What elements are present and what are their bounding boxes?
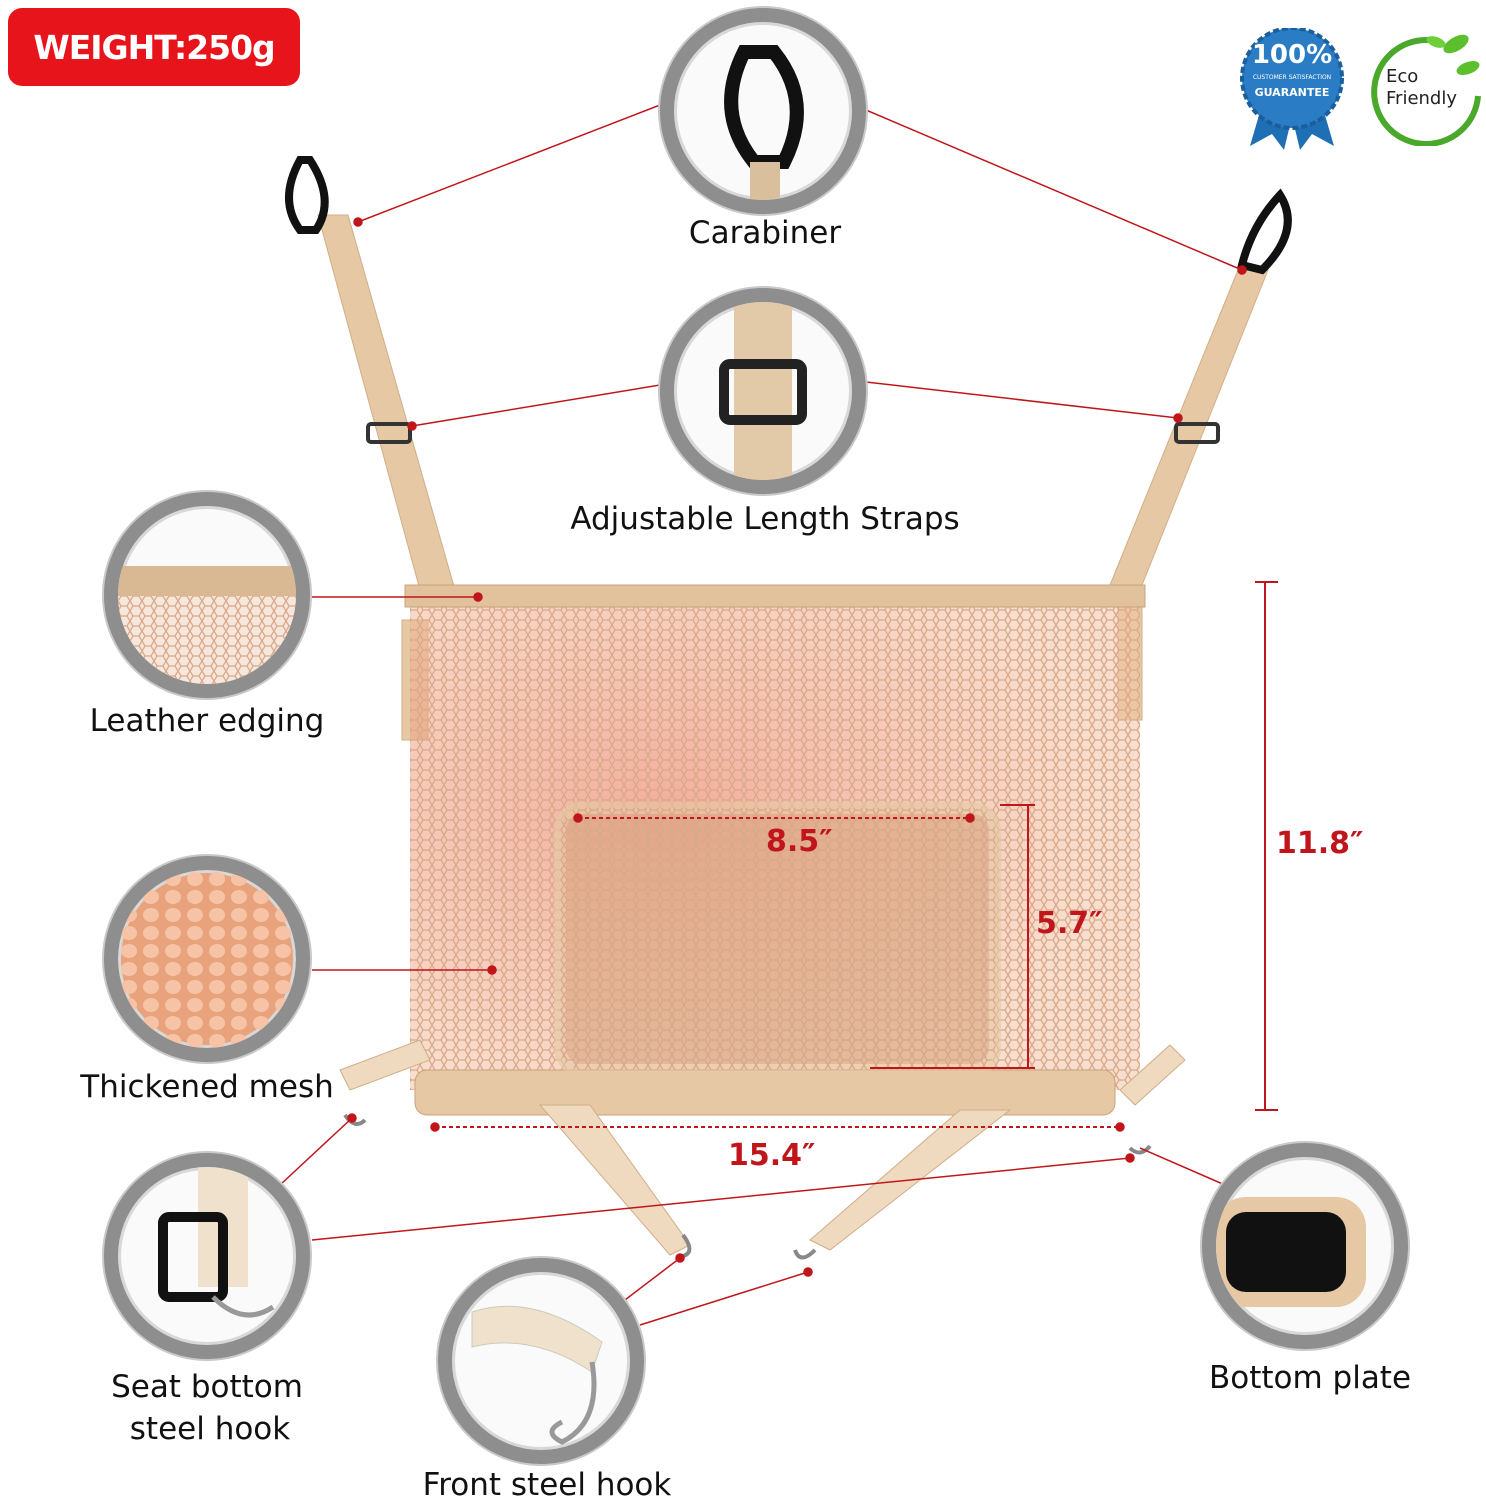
seat-hook-label-line2: steel hook bbox=[129, 1411, 291, 1447]
buckle-icon bbox=[719, 302, 807, 480]
strap-adjuster-detail-image bbox=[660, 288, 866, 494]
steel-hooks bbox=[343, 1113, 1152, 1260]
dimension-lines bbox=[435, 581, 1278, 1128]
pocket-width-dimension: 8.5″ bbox=[766, 824, 833, 859]
eco-friendly-badge: Eco Friendly bbox=[1368, 26, 1484, 146]
mesh-bag bbox=[404, 584, 1146, 1116]
carabiner-icon bbox=[724, 45, 804, 200]
leather-edging-label: Leather edging bbox=[89, 703, 325, 739]
leather-edging-detail-image bbox=[104, 492, 310, 698]
mesh-detail-image bbox=[104, 856, 310, 1062]
mesh-icon bbox=[118, 870, 296, 1048]
guarantee-badge: 100% CUSTOMER SATISFACTION GUARANTEE bbox=[1236, 28, 1348, 150]
width-dimension: 15.4″ bbox=[728, 1138, 816, 1173]
front-hook-icon bbox=[471, 1305, 603, 1445]
front-hook-detail-image bbox=[438, 1258, 644, 1464]
carabiner-detail-image bbox=[660, 8, 866, 214]
carabiner-label: Carabiner bbox=[688, 215, 842, 251]
seat-hook-label-line1: Seat bottom bbox=[111, 1369, 303, 1405]
pocket-height-dimension: 5.7″ bbox=[1036, 906, 1103, 941]
bottom-plate-label: Bottom plate bbox=[1208, 1360, 1412, 1396]
ribbon-icon bbox=[1240, 28, 1344, 150]
weight-badge: WEIGHT:250g bbox=[8, 8, 300, 86]
seat-hook-detail-image bbox=[104, 1153, 310, 1359]
straps-label: Adjustable Length Straps bbox=[570, 501, 960, 537]
leaf-icon bbox=[1371, 34, 1481, 146]
hook-icon bbox=[158, 1167, 275, 1318]
mesh-label: Thickened mesh bbox=[80, 1069, 334, 1105]
leather-edge-icon bbox=[118, 566, 296, 684]
front-hook-label: Front steel hook bbox=[422, 1467, 672, 1500]
bottom-plate-icon bbox=[1216, 1197, 1366, 1307]
leader-lines bbox=[279, 104, 1247, 1326]
height-dimension: 11.8″ bbox=[1276, 826, 1364, 861]
bottom-plate-detail-image bbox=[1202, 1143, 1408, 1349]
